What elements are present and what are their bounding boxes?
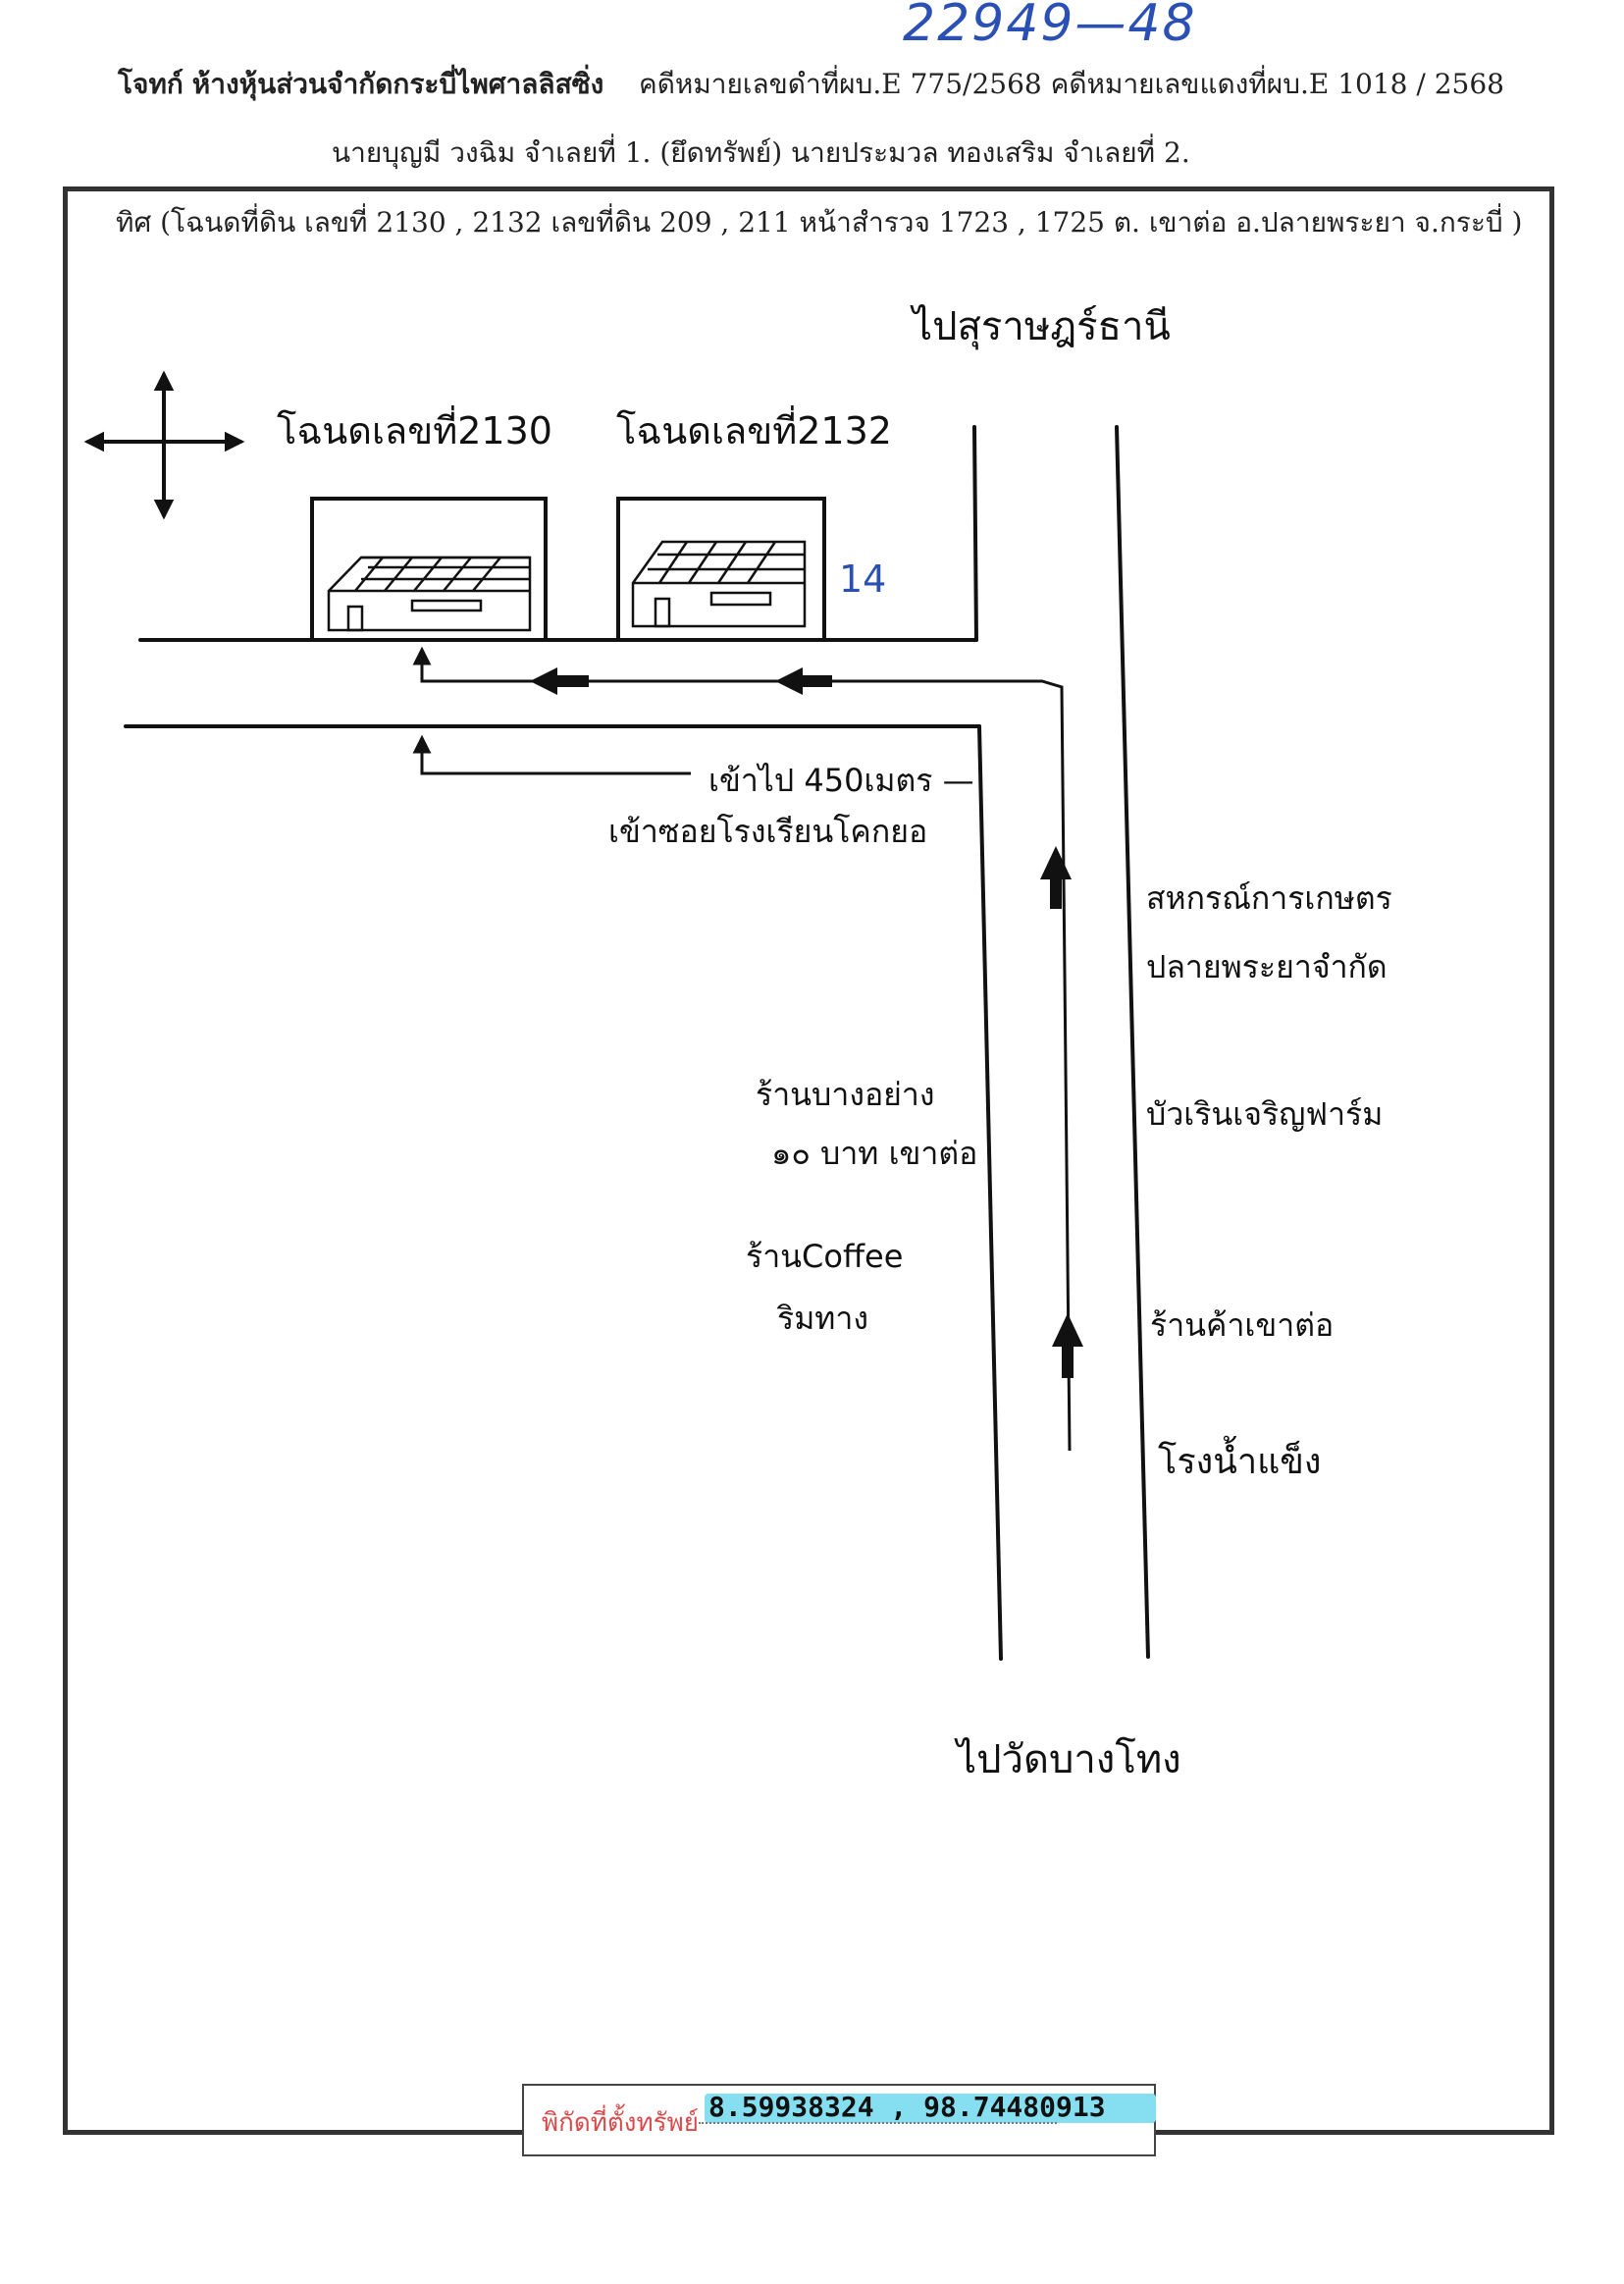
label-khao-to-shop: ร้านค้าเขาต่อ <box>1150 1306 1335 1344</box>
label-deed-2130: โฉนดเลขที่2130 <box>277 409 552 452</box>
label-to-surat-thani: ไปสุราษฎร์ธานี <box>913 304 1171 349</box>
handwritten-case-number: 22949—48 <box>903 0 1197 53</box>
label-cooperative-line1: สหกรณ์การเกษตร <box>1146 879 1392 917</box>
handwritten-house-number: 14 <box>839 558 887 601</box>
label-soi-distance: เข้าไป 450เมตร — <box>708 762 974 799</box>
defendants-line: นายบุญมี วงฉิม จำเลยที่ 1. (ยึดทรัพย์) น… <box>332 136 1190 169</box>
label-cooperative-line2: ปลายพระยาจำกัด <box>1146 948 1388 985</box>
house-icon <box>327 556 532 632</box>
main-road-west-edge <box>977 724 1003 1661</box>
main-road-east-edge <box>1115 425 1150 1659</box>
label-ice-factory: โรงน้ำแข็ง <box>1158 1442 1322 1482</box>
map-direction-line: ทิศ (โฉนดที่ดิน เลขที่ 2130 , 2132 เลขที… <box>116 206 1523 239</box>
label-deed-2132: โฉนดเลขที่2132 <box>616 409 892 452</box>
label-soi-name: เข้าซอยโรงเรียนโคกยอ <box>608 813 928 850</box>
case-numbers: คดีหมายเลขดำที่ผบ.E 775/2568 คดีหมายเลขแ… <box>638 68 1504 100</box>
coordinates-value: 8.59938324 , 98.74480913 <box>708 2091 1106 2123</box>
house-icon <box>631 540 807 628</box>
route-arrows <box>530 667 1083 1378</box>
soi-direction-line <box>420 743 691 775</box>
coordinates-highlight <box>705 2094 1156 2123</box>
header-case-line: โจทก์ ห้างหุ้นส่วนจำกัดกระบี่ไพศาลลิสซิ่… <box>118 63 1504 106</box>
label-to-wat-bang-thong: ไปวัดบางโทง <box>957 1737 1181 1782</box>
road-stub <box>972 425 978 642</box>
label-coffee-shop-line2: ริมทาง <box>777 1300 868 1337</box>
label-farm: บัวเรินเจริญฟาร์ม <box>1146 1095 1384 1133</box>
plaintiff-label: โจทก์ <box>118 68 183 100</box>
plaintiff-name: ห้างหุ้นส่วนจำกัดกระบี่ไพศาลลิสซิ่ง <box>191 68 604 100</box>
route-line <box>420 656 1072 1452</box>
coordinates-label: พิกัดที่ตั้งทรัพย์ <box>542 2108 699 2138</box>
label-coffee-shop-line1: ร้านCoffee <box>746 1238 904 1275</box>
label-noodle-shop-line1: ร้านบางอย่าง <box>756 1076 935 1113</box>
plot-2130-outline <box>310 497 548 642</box>
compass-icon <box>83 370 245 520</box>
coordinates-dotted-line <box>699 2122 1057 2124</box>
label-noodle-shop-line2: ๑๐ บาท เขาต่อ <box>771 1135 978 1172</box>
plot-2132-outline <box>616 497 826 642</box>
